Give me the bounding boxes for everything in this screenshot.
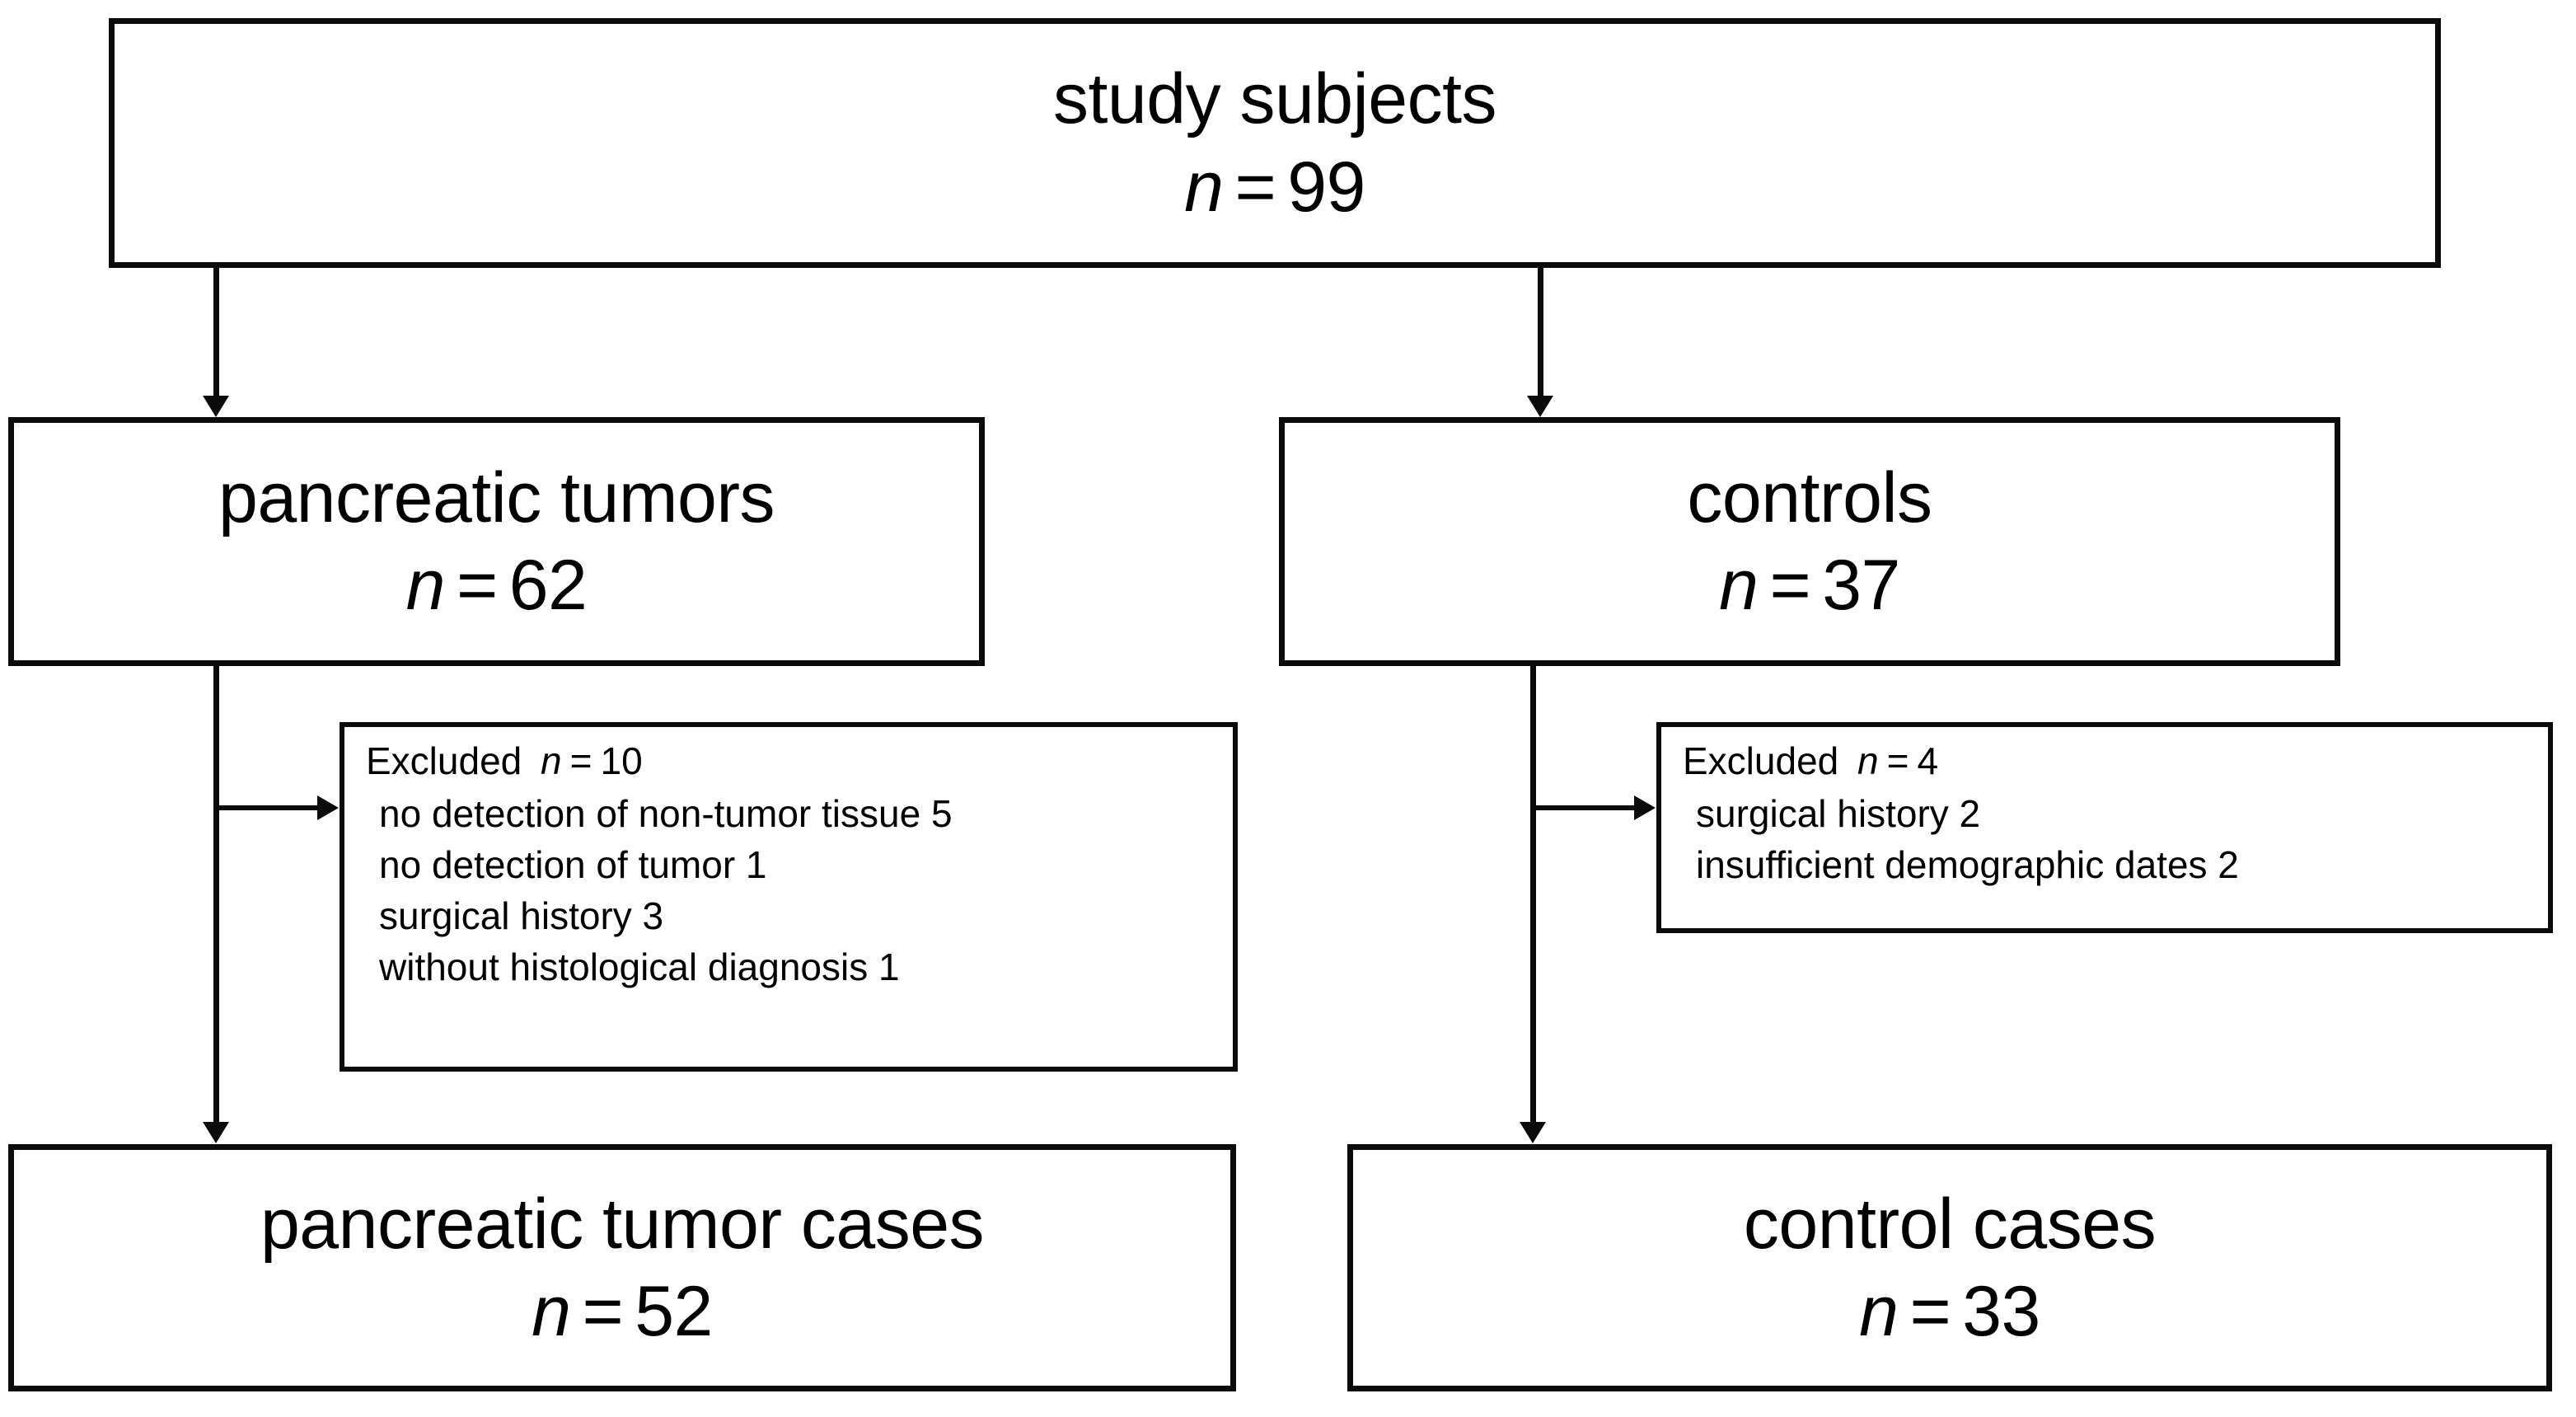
arrowhead-controls-to-control-cases bbox=[1520, 1122, 1546, 1143]
excluded-label: Excluded bbox=[366, 739, 522, 782]
node-excluded-controls: Excluded n=4 surgical history 2 insuffic… bbox=[1656, 722, 2553, 933]
equals-symbol: = bbox=[582, 1272, 624, 1351]
n-symbol: n bbox=[1184, 147, 1224, 227]
node-study-subjects-label: study subjects bbox=[1053, 59, 1496, 139]
n-symbol: n bbox=[1857, 739, 1879, 782]
node-control-cases-label: control cases bbox=[1743, 1184, 2157, 1264]
excluded-controls-reason: insufficient demographic dates 2 bbox=[1696, 843, 2239, 886]
node-controls: controls n=37 bbox=[1279, 417, 2340, 666]
excluded-controls-reason: surgical history 2 bbox=[1696, 792, 1981, 835]
excluded-count: 10 bbox=[600, 739, 643, 782]
node-control-cases: control cases n=33 bbox=[1347, 1144, 2552, 1391]
node-pancreatic-tumor-cases-label: pancreatic tumor cases bbox=[260, 1184, 985, 1264]
arrowhead-root-to-tumors bbox=[203, 396, 229, 417]
connector-root-to-controls bbox=[1538, 268, 1543, 398]
excluded-controls-heading: Excluded n=4 bbox=[1683, 742, 1938, 780]
connector-tumors-to-excluded bbox=[213, 805, 319, 810]
equals-symbol: = bbox=[1234, 147, 1276, 227]
n-symbol: n bbox=[1859, 1272, 1899, 1351]
node-study-subjects: study subjects n=99 bbox=[109, 18, 2441, 268]
connector-controls-to-excluded bbox=[1530, 805, 1636, 810]
count-value: 99 bbox=[1287, 147, 1365, 227]
connector-controls-to-control-cases bbox=[1530, 666, 1536, 1124]
node-pancreatic-tumors: pancreatic tumors n=62 bbox=[8, 417, 985, 666]
equals-symbol: = bbox=[1769, 546, 1811, 625]
equals-symbol: = bbox=[1886, 739, 1909, 782]
arrowhead-tumors-to-excluded bbox=[317, 795, 339, 820]
excluded-tumors-reason: surgical history 3 bbox=[379, 894, 664, 937]
node-control-cases-count: n=33 bbox=[1859, 1272, 2040, 1351]
connector-tumors-to-tumor-cases bbox=[213, 666, 219, 1124]
arrowhead-root-to-controls bbox=[1527, 396, 1553, 417]
count-value: 33 bbox=[1962, 1272, 2040, 1351]
excluded-tumors-reason: no detection of non-tumor tissue 5 bbox=[379, 792, 953, 835]
node-pancreatic-tumor-cases-count: n=52 bbox=[532, 1272, 713, 1351]
excluded-tumors-heading: Excluded n=10 bbox=[366, 742, 643, 780]
equals-symbol: = bbox=[569, 739, 592, 782]
node-pancreatic-tumors-label: pancreatic tumors bbox=[218, 457, 775, 537]
excluded-tumors-reason: without histological diagnosis 1 bbox=[379, 945, 900, 988]
count-value: 52 bbox=[635, 1272, 713, 1351]
node-excluded-tumors: Excluded n=10 no detection of non-tumor … bbox=[340, 722, 1238, 1072]
n-symbol: n bbox=[541, 739, 562, 782]
excluded-tumors-reason: no detection of tumor 1 bbox=[379, 843, 767, 886]
node-study-subjects-count: n=99 bbox=[1184, 148, 1365, 227]
n-symbol: n bbox=[1719, 546, 1759, 625]
n-symbol: n bbox=[405, 546, 446, 625]
arrowhead-tumors-to-tumor-cases bbox=[203, 1122, 229, 1143]
node-controls-count: n=37 bbox=[1719, 546, 1900, 625]
connector-root-to-tumors bbox=[213, 268, 219, 398]
node-controls-label: controls bbox=[1687, 457, 1932, 537]
equals-symbol: = bbox=[456, 546, 498, 625]
count-value: 37 bbox=[1822, 546, 1900, 625]
arrowhead-controls-to-excluded bbox=[1634, 795, 1656, 820]
count-value: 62 bbox=[508, 546, 588, 625]
node-pancreatic-tumors-count: n=62 bbox=[406, 546, 588, 625]
excluded-label: Excluded bbox=[1683, 739, 1839, 782]
node-pancreatic-tumor-cases: pancreatic tumor cases n=52 bbox=[8, 1144, 1236, 1391]
excluded-count: 4 bbox=[1917, 739, 1939, 782]
equals-symbol: = bbox=[1909, 1272, 1951, 1351]
n-symbol: n bbox=[532, 1272, 571, 1351]
